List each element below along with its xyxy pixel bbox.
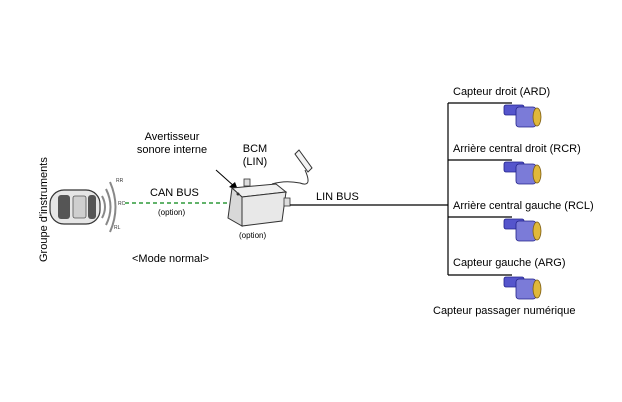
- bcm-wire: [271, 169, 309, 185]
- car-tag-rl: RL: [114, 225, 121, 231]
- sound-waves-icon: [101, 181, 117, 233]
- sensor-ard-label: Capteur droit (ARD): [453, 86, 551, 98]
- bcm-option-label: (option): [239, 231, 267, 240]
- groupe-instruments-label: Groupe d'instruments: [38, 157, 50, 262]
- avertisseur-label: Avertisseur sonore interne: [136, 131, 208, 156]
- bcm-label: BCM (LIN): [242, 143, 268, 168]
- can-bus-label: CAN BUS: [150, 187, 199, 199]
- mode-normal-label: <Mode normal>: [132, 253, 210, 265]
- can-bus-option-label: (option): [158, 208, 186, 217]
- car-tag-rr: RR: [116, 178, 124, 184]
- sensor-arg-label: Capteur gauche (ARG): [453, 257, 566, 269]
- avertisseur-pointer: [215, 169, 236, 188]
- sensor-ard-icon: [503, 104, 542, 128]
- lin-bus-label: LIN BUS: [316, 191, 359, 203]
- sensor-arg-icon: [503, 276, 542, 300]
- sensor-rcl-label: Arrière central gauche (RCL): [453, 200, 594, 212]
- car-tag-rc: RC: [118, 201, 126, 207]
- bcm-module-icon: [227, 178, 291, 227]
- antenna-icon: [294, 149, 313, 173]
- capteur-passager-label: Capteur passager numérique: [433, 305, 576, 317]
- car-icon: [49, 189, 101, 225]
- sensor-rcr-icon: [503, 161, 542, 185]
- sensor-rcr-label: Arrière central droit (RCR): [453, 143, 581, 155]
- sensor-rcl-icon: [503, 218, 542, 242]
